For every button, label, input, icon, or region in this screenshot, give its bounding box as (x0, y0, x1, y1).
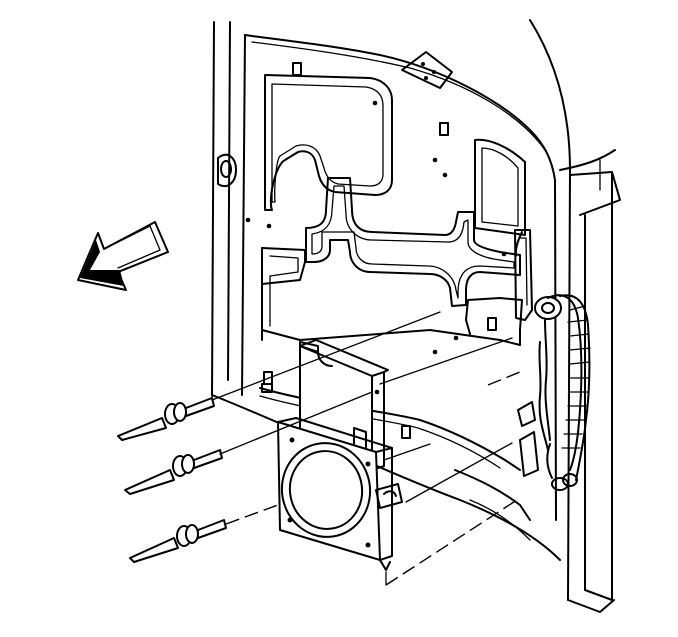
speaker (277, 417, 403, 571)
hinge-bracket (401, 51, 453, 89)
push-pin-retainer-middle (124, 449, 223, 495)
door-frame (211, 19, 621, 613)
alignment-lines (211, 311, 521, 586)
direction-arrow (77, 221, 169, 291)
push-pin-retainer-bottom (129, 519, 227, 563)
wiring-harness (514, 229, 591, 491)
push-pin-retainer-top (117, 397, 215, 441)
